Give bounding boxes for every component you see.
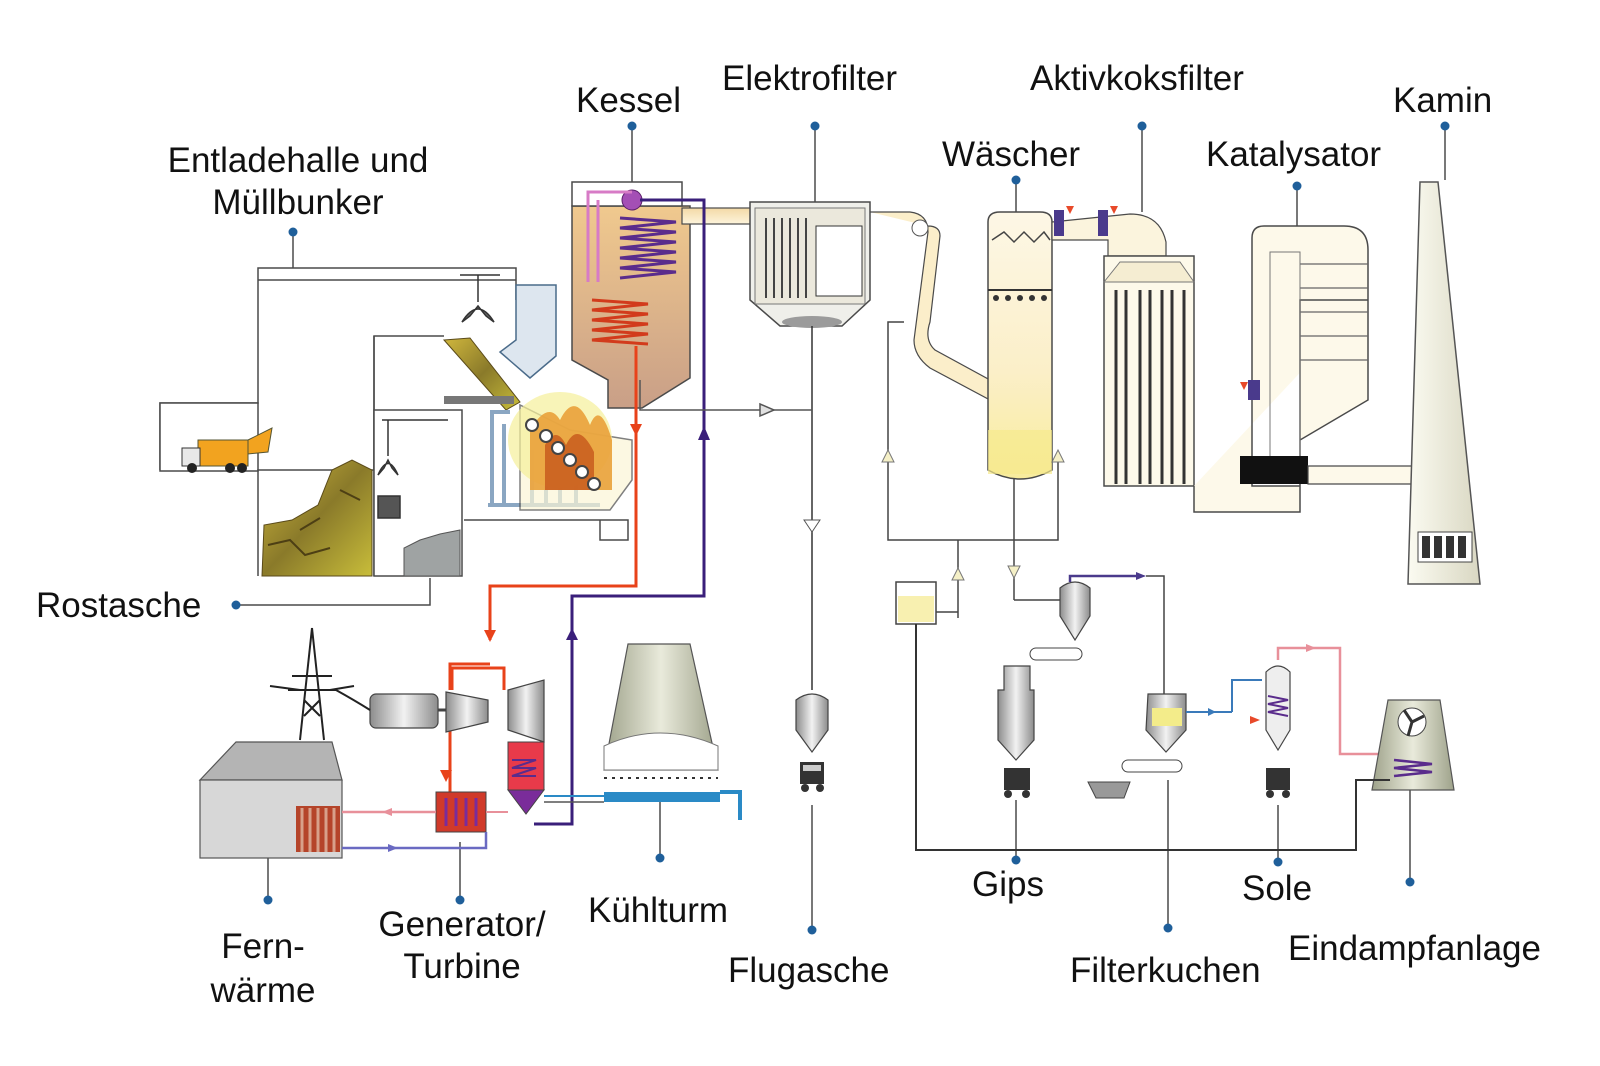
crane-grab-icon — [377, 274, 500, 519]
boiler — [571, 181, 691, 409]
heat-exchanger — [435, 791, 508, 833]
gips-cyclone — [1029, 572, 1146, 661]
label-generator-line2: Turbine — [403, 947, 521, 986]
chimney — [1407, 181, 1481, 585]
label-kessel: Kessel — [576, 81, 682, 120]
steam-line — [448, 346, 638, 800]
label-elektrofilter: Elektrofilter — [722, 59, 898, 98]
turbine — [445, 666, 545, 743]
flow-arrows-circuit — [440, 424, 710, 782]
container-truck-icon — [800, 762, 824, 792]
generator — [369, 693, 446, 729]
cooling-tower — [544, 643, 742, 820]
label-entladehalle-line1: Entladehalle und — [167, 141, 429, 180]
water-line — [534, 198, 706, 826]
label-sole: Sole — [1242, 869, 1313, 908]
label-kamin: Kamin — [1393, 81, 1493, 120]
label-eindampfanlage: Eindampfanlage — [1288, 929, 1541, 968]
truck-icon — [181, 427, 273, 473]
label-entladehalle-line2: Müllbunker — [212, 183, 384, 222]
sludge-tank — [895, 581, 958, 625]
label-aktivkoksfilter: Aktivkoksfilter — [1030, 59, 1244, 98]
return-line — [915, 624, 1390, 851]
refuse-pile — [261, 459, 461, 577]
activated-coke-filter — [1102, 255, 1195, 487]
flow-arrows-scrubber — [881, 448, 1065, 581]
condenser — [507, 741, 545, 815]
district-heating-building — [198, 741, 488, 859]
flue-gas-duct — [681, 207, 755, 225]
label-kuehlturm: Kühlturm — [588, 891, 729, 930]
electrostatic-precipitator — [749, 201, 871, 690]
label-waescher: Wäscher — [942, 135, 1081, 174]
grate-rollers — [525, 418, 601, 491]
scrubber-pipes — [887, 321, 1060, 618]
gips-silo — [997, 665, 1035, 798]
feed-chute — [442, 284, 557, 411]
label-gips: Gips — [972, 865, 1044, 904]
eindampfanlage — [1371, 699, 1455, 791]
label-fernwaerme-line2: wärme — [210, 971, 316, 1010]
sole-column — [1231, 644, 1380, 798]
filterkuchen-unit — [1087, 575, 1232, 799]
transmission-tower-icon — [269, 627, 371, 741]
label-rostasche: Rostasche — [36, 586, 202, 625]
label-fernwaerme-line1: Fern- — [221, 927, 305, 966]
evaporator-coil — [591, 298, 649, 346]
flugasche-silo — [795, 693, 829, 754]
leader-dots — [231, 121, 1450, 935]
superheater-coil — [619, 216, 677, 280]
flue-path-line — [639, 380, 812, 418]
label-generator-line1: Generator/ — [378, 905, 546, 944]
label-flugasche: Flugasche — [728, 951, 890, 990]
gas-duct-to-coke-filter — [1051, 206, 1167, 257]
scrubber — [987, 211, 1053, 480]
label-filterkuchen: Filterkuchen — [1070, 951, 1261, 990]
label-katalysator: Katalysator — [1206, 135, 1382, 174]
catalyst — [1193, 225, 1369, 513]
